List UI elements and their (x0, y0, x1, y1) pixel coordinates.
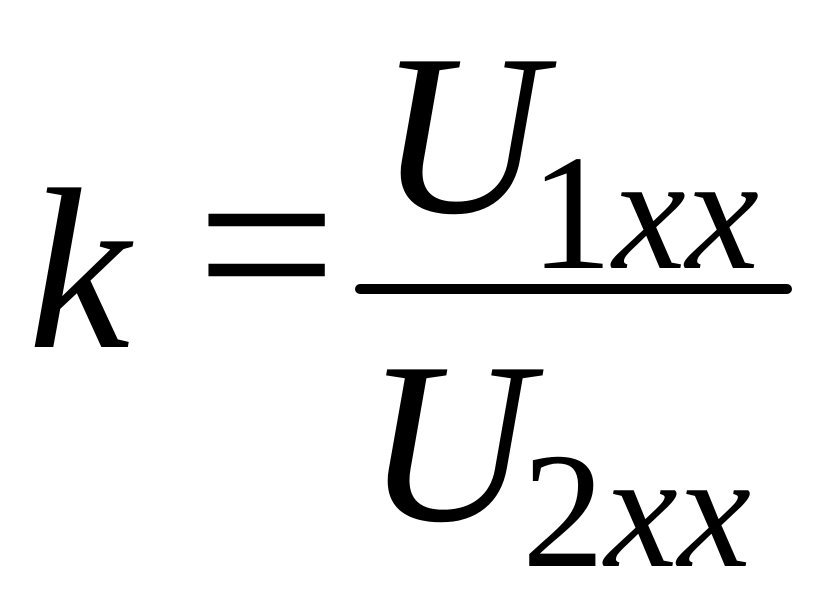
denominator-subscript: 2xx (522, 428, 751, 593)
denominator-subscript-letters: xx (604, 419, 751, 602)
denominator-subscript-digit: 2 (522, 419, 605, 602)
equals-sign: = (196, 106, 337, 383)
numerator-subscript-letters: xx (612, 121, 759, 304)
numerator-subscript-digit: 1 (530, 121, 613, 304)
numerator-symbol: U (378, 7, 545, 262)
formula-lhs-variable: k (28, 142, 131, 397)
numerator-subscript: 1xx (530, 130, 759, 295)
denominator-symbol: U (365, 315, 532, 570)
fraction-bar (355, 284, 792, 294)
